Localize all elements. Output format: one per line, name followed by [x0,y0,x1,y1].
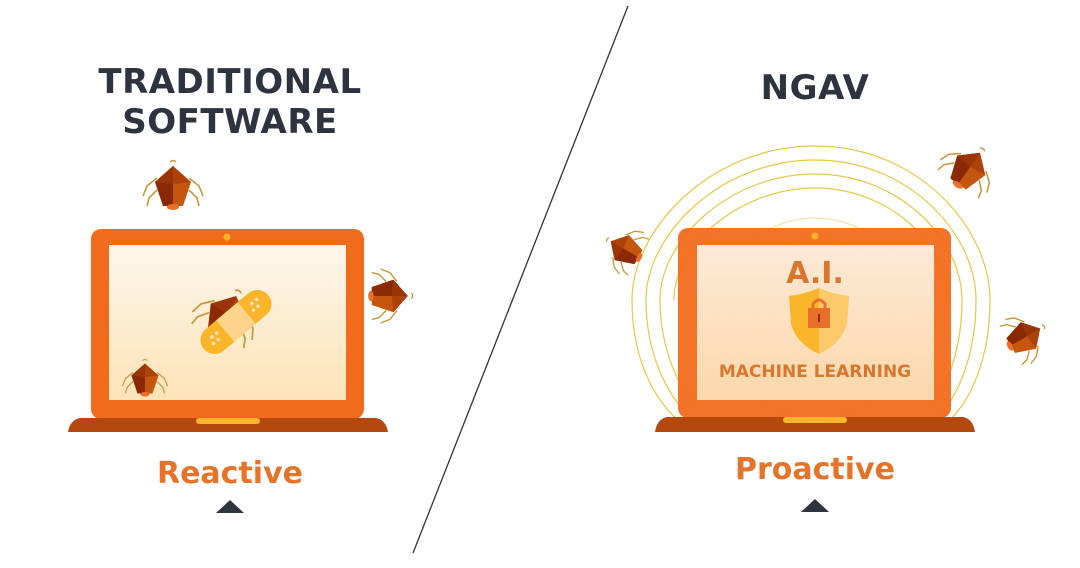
left-title: TRADITIONAL SOFTWARE [60,62,400,142]
shield-lock-icon [789,288,849,354]
reactive-caption: Reactive [156,456,303,491]
triangle-up-icon [216,500,244,513]
right-title: NGAV [760,68,870,108]
bug-icon [142,159,204,211]
divider-line [412,5,629,554]
ai-label: A.I. [786,256,844,291]
proactive-caption: Proactive [735,452,895,487]
bug-icon [994,303,1058,371]
left-title-line2: SOFTWARE [122,102,338,142]
bug-icon [931,131,1008,205]
bug-icon [367,268,414,324]
left-title-line1: TRADITIONAL [98,62,362,102]
triangle-up-icon [801,499,829,512]
bandage-icon [200,290,272,354]
machine-learning-label: MACHINE LEARNING [718,362,912,382]
